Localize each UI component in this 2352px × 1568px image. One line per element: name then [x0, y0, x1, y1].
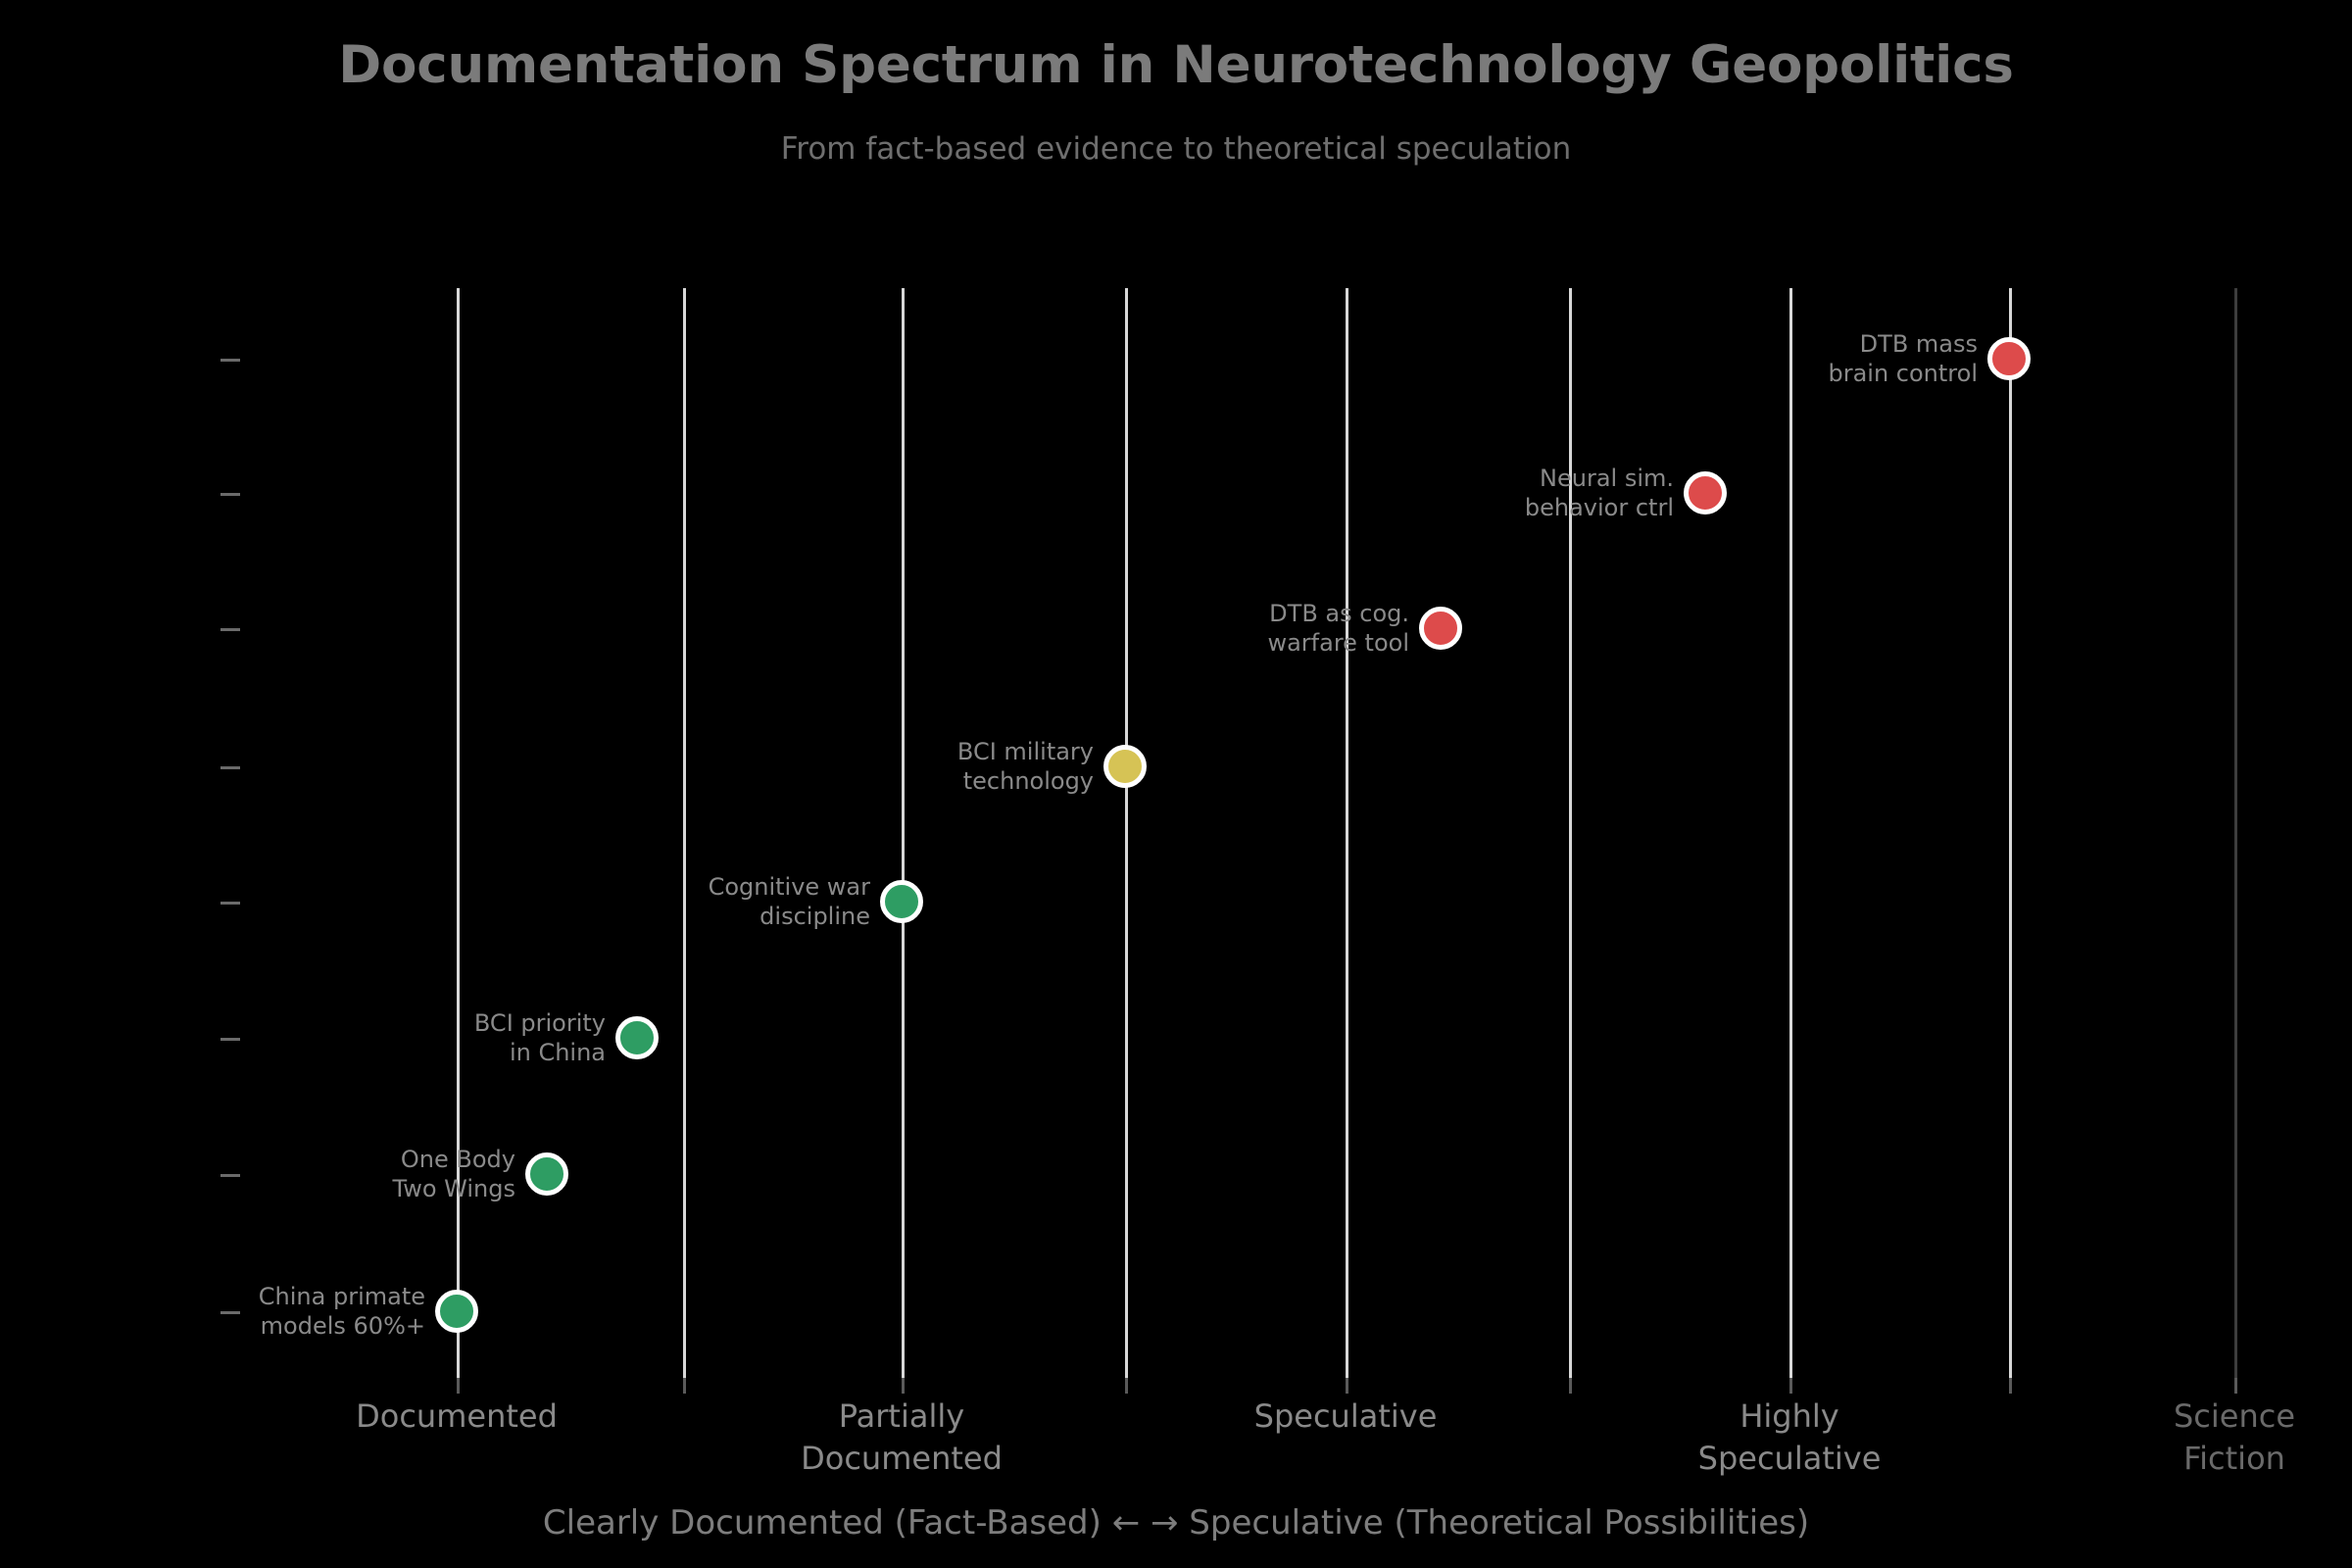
- data-point-3[interactable]: [880, 880, 923, 923]
- point-label-5: DTB as cog. warfare tool: [1267, 600, 1409, 657]
- data-point-6[interactable]: [1684, 471, 1727, 514]
- x-tick-6: [1789, 1378, 1792, 1394]
- x-tick-2: [902, 1378, 905, 1394]
- point-label-0: China primate models 60%+: [258, 1283, 425, 1340]
- data-point-1[interactable]: [525, 1152, 568, 1196]
- y-tick-1: [220, 493, 240, 496]
- chart-subtitle: From fact-based evidence to theoretical …: [780, 131, 1572, 167]
- gridline-6: [1789, 288, 1792, 1378]
- gridline-0: [457, 288, 460, 1378]
- x-tick-3: [1125, 1378, 1128, 1394]
- point-label-4: BCI military technology: [956, 738, 1094, 795]
- gridline-8: [2234, 288, 2237, 1378]
- data-point-7[interactable]: [1987, 337, 2031, 380]
- y-tick-5: [220, 1038, 240, 1041]
- y-tick-7: [220, 1311, 240, 1314]
- x-axis-category-label: Science Fiction: [2173, 1397, 2296, 1477]
- data-point-4[interactable]: [1103, 745, 1147, 788]
- gridline-4: [1346, 288, 1348, 1378]
- point-label-1: One Body Two Wings: [392, 1146, 515, 1202]
- x-axis-category-label: Highly Speculative: [1697, 1397, 1882, 1477]
- x-tick-8: [2234, 1378, 2237, 1394]
- point-label-2: BCI priority in China: [473, 1009, 606, 1066]
- x-axis-category-label: Speculative: [1253, 1397, 1438, 1435]
- point-label-6: Neural sim. behavior ctrl: [1524, 465, 1674, 521]
- x-axis-category-label: Partially Documented: [801, 1397, 1003, 1477]
- data-point-5[interactable]: [1419, 607, 1462, 650]
- y-tick-6: [220, 1174, 240, 1177]
- y-tick-4: [220, 902, 240, 905]
- gridline-5: [1569, 288, 1572, 1378]
- x-tick-4: [1346, 1378, 1348, 1394]
- gridline-1: [683, 288, 686, 1378]
- gridline-2: [902, 288, 905, 1378]
- data-point-0[interactable]: [435, 1290, 478, 1333]
- x-tick-0: [457, 1378, 460, 1394]
- page-title: Documentation Spectrum in Neurotechnolog…: [338, 35, 2014, 95]
- y-tick-2: [220, 628, 240, 631]
- gridline-3: [1125, 288, 1128, 1378]
- x-tick-5: [1569, 1378, 1572, 1394]
- x-axis-category-label: Documented: [356, 1397, 558, 1435]
- data-point-2[interactable]: [615, 1016, 659, 1059]
- point-label-7: DTB mass brain control: [1828, 330, 1978, 387]
- y-tick-0: [220, 359, 240, 362]
- gridline-7: [2009, 288, 2012, 1378]
- y-tick-3: [220, 766, 240, 769]
- x-axis-title: Clearly Documented (Fact-Based) ← → Spec…: [542, 1503, 1810, 1543]
- x-tick-7: [2009, 1378, 2012, 1394]
- x-tick-1: [683, 1378, 686, 1394]
- point-label-3: Cognitive war discipline: [708, 873, 870, 930]
